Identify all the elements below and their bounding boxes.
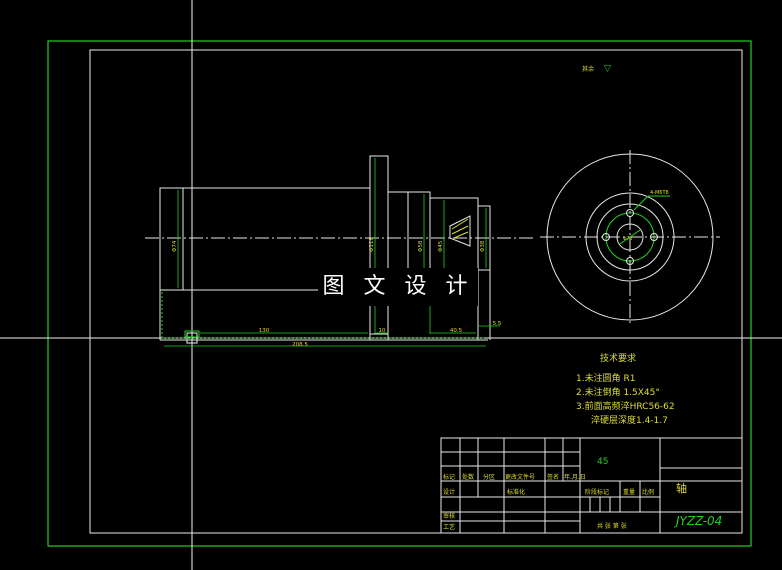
title-design: 设计: [443, 488, 455, 496]
end-view-dia: Φ74: [623, 236, 632, 242]
dim-dia-5: Φ38: [480, 240, 486, 252]
dim-length-10: 10: [379, 328, 386, 334]
title-header-cell: 处数: [462, 473, 474, 481]
title-ratio: 比例: [642, 488, 654, 496]
title-sheet-info: 共 张 第 张: [597, 522, 627, 530]
dim-overall-length: 208.5: [292, 342, 308, 348]
tech-req-title: 技术要求: [600, 352, 636, 364]
title-process: 工艺: [443, 523, 455, 531]
tech-req-item: 淬硬层深度1.4-1.7: [591, 414, 668, 426]
title-header-cell: 标记: [443, 473, 455, 481]
watermark-text: 图 文 设 计: [318, 268, 478, 306]
dim-length-5-5: 5.5: [493, 321, 502, 327]
title-stage-mark: 阶段标记: [585, 488, 609, 496]
title-drawing-no: JYZZ-04: [674, 514, 722, 528]
title-review: 审核: [443, 512, 455, 520]
dim-dia-2: Φ118: [369, 237, 375, 252]
dim-dia-3: Φ58: [418, 240, 424, 252]
title-block: [440, 437, 743, 534]
title-part-name: 轴: [676, 481, 687, 495]
shaft-end-view: [540, 150, 720, 324]
outer-border: [47, 40, 752, 547]
title-weight: 重量: [623, 488, 635, 496]
dimension-lines: [164, 158, 500, 347]
title-header-cell: 分区: [483, 473, 495, 481]
title-standardization: 标准化: [507, 488, 525, 496]
tech-req-item: 3.前面高频淬HRC56-62: [576, 400, 675, 412]
roughness-symbol-icon: ▽: [604, 64, 611, 74]
title-header-cell: 更改文件号: [505, 473, 535, 481]
dim-dia-1: Φ74: [172, 240, 178, 252]
title-header-cell: 签名: [547, 473, 559, 481]
dim-dia-4: Φ45: [438, 240, 444, 252]
shaft-side-view: [145, 155, 535, 341]
dim-length-40-5: 40.5: [450, 328, 463, 334]
title-header-cell: 年.月.日: [564, 473, 586, 481]
dim-length-130: 130: [259, 328, 270, 334]
tech-req-item: 2.未注倒角 1.5X45°: [576, 386, 660, 398]
inner-border: [89, 49, 743, 534]
hole-note: 4-M6T8: [650, 190, 669, 196]
roughness-label: 其余: [582, 65, 594, 73]
tech-req-item: 1.未注圆角 R1: [576, 372, 635, 384]
title-scale-value: 45: [597, 457, 608, 467]
